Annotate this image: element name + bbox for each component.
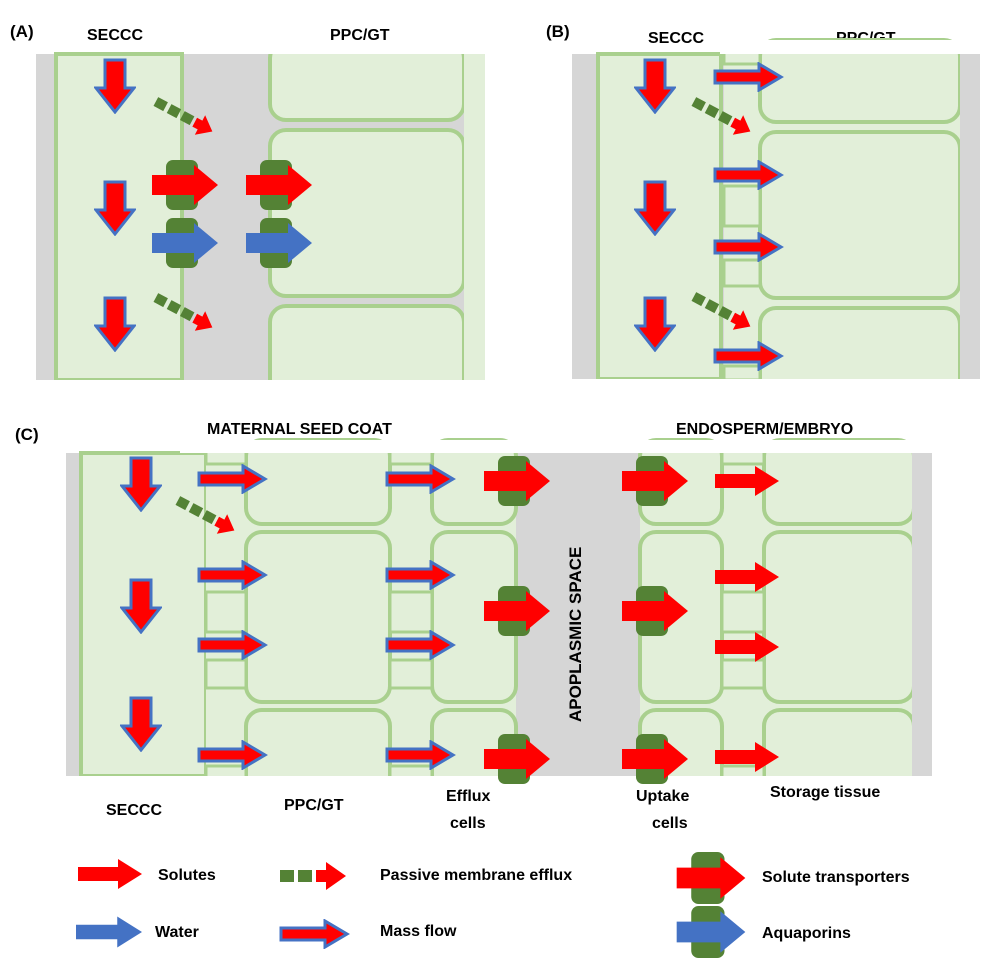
legend-passive-icon bbox=[280, 862, 346, 890]
panel-c-filial-label: ENDOSPERM/EMBRYO bbox=[676, 421, 853, 438]
panel-b: (B) SECCC PPC/GT bbox=[546, 22, 1000, 406]
legend-transporters-label: Solute transporters bbox=[762, 869, 910, 886]
panel-c-bottom-ppcgt: PPC/GT bbox=[284, 797, 344, 814]
panel-a-ppc-cell-2 bbox=[268, 128, 466, 298]
panel-c-bottom-seccc: SECCC bbox=[106, 802, 162, 819]
panel-b-seccc-label: SECCC bbox=[648, 30, 704, 47]
panel-c-bottom-uptake-2: cells bbox=[652, 815, 688, 832]
legend-solutes-icon bbox=[78, 859, 142, 889]
legend-water-label: Water bbox=[155, 924, 199, 941]
legend-water-icon bbox=[76, 916, 142, 948]
panel-c-tag: (C) bbox=[15, 425, 39, 444]
panel-a-ppcgt-label: PPC/GT bbox=[330, 27, 390, 44]
legend-aquaporins-label: Aquaporins bbox=[762, 925, 851, 942]
panel-a-tag: (A) bbox=[10, 22, 34, 41]
panel-c-ppc-cell-2 bbox=[244, 530, 392, 704]
legend-transporter-icon bbox=[676, 852, 746, 904]
panel-c-bottom-storage: Storage tissue bbox=[770, 784, 880, 801]
legend-massflow-icon bbox=[279, 919, 349, 949]
legend-massflow-label: Mass flow bbox=[380, 923, 457, 940]
legend-passive-label: Passive membrane efflux bbox=[380, 867, 572, 884]
panel-b-ppc-cell-2 bbox=[758, 130, 962, 300]
legend-solutes-label: Solutes bbox=[158, 867, 216, 884]
panel-c-bottom-efflux-1: Efflux bbox=[446, 788, 491, 805]
panel-c-bottom-efflux-2: cells bbox=[450, 815, 486, 832]
panel-a-seccc-label: SECCC bbox=[87, 27, 143, 44]
panel-c: (C) MATERNAL SEED COAT ENDOSPERM/EMBRYO bbox=[0, 421, 1000, 832]
legend-aquaporin-icon bbox=[676, 906, 746, 958]
panel-c-storage-cell-2 bbox=[762, 530, 916, 704]
panel-c-apoplasmic-label: APOPLASMIC SPACE bbox=[566, 547, 585, 722]
panel-c-bottom-uptake-1: Uptake bbox=[636, 788, 689, 805]
panel-b-tag: (B) bbox=[546, 22, 570, 41]
panel-a-right-strip bbox=[464, 54, 485, 380]
panel-a: (A) SECCC PPC/GT bbox=[0, 22, 500, 406]
legend: Solutes Water Passive membrane efflux Ma… bbox=[76, 852, 910, 958]
panel-c-maternal-label: MATERNAL SEED COAT bbox=[207, 421, 392, 438]
